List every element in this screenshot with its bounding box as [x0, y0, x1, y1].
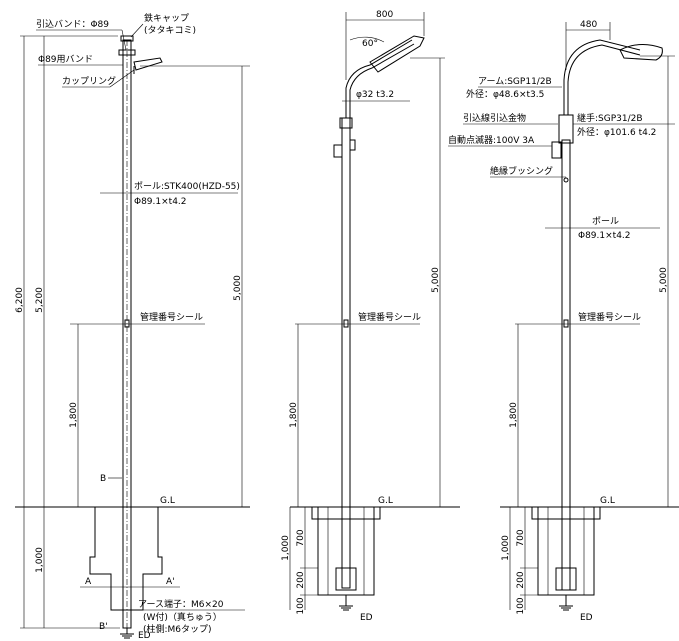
coupling-label: カップリング — [62, 75, 116, 87]
pole-3: G.L アーム:SGP11/2B 外径：φ48.6×t3.5 引込線引込金物 自… — [448, 20, 679, 623]
pole-dim-label: Φ89.1×t4.2 — [134, 197, 187, 207]
bushing-label: 絶縁ブッシング — [490, 165, 553, 177]
pole-2: G.L 管理番号シール ED 800 — [281, 10, 460, 623]
iron-cap-note: (タタキコミ) — [144, 25, 196, 36]
dim-embed: 1,000 — [281, 535, 291, 561]
dim-total: 6,200 — [15, 287, 25, 313]
iron-cap-label: 鉄キャップ — [144, 12, 189, 24]
dim-seal-height: 1,800 — [509, 402, 519, 428]
dim-5000: 5,000 — [233, 275, 243, 301]
angle-label: 60° — [362, 39, 378, 49]
foundation — [89, 507, 163, 611]
gl-label: G.L — [600, 496, 615, 506]
dim-height: 5,000 — [431, 267, 441, 293]
pole-shaft — [561, 139, 571, 591]
arm-spec-label: アーム:SGP11/2B — [478, 76, 552, 87]
pole-2-dimensions: 800 60° φ32 t3.2 5,000 1,800 1,000 700 2… — [281, 10, 445, 615]
pull-in-band-label: 引込バンド：Φ89 — [36, 19, 109, 30]
dim-embed: 1,000 — [501, 535, 511, 561]
mgmt-seal-label: 管理番号シール — [140, 311, 203, 323]
arm-spec-label: φ32 t3.2 — [356, 90, 394, 100]
arm — [345, 39, 413, 118]
gl-label: G.L — [378, 496, 393, 506]
earth-w-label: (W付)（真ちゅう） — [143, 611, 222, 623]
mark-b: B — [100, 474, 106, 484]
mark-b-prime: B' — [99, 622, 108, 632]
dim-100: 100 — [516, 597, 526, 614]
earth-tap-label: (柱側:M6タップ) — [143, 623, 212, 635]
pole-label: ポール — [592, 216, 619, 227]
ed-label: ED — [580, 613, 593, 623]
pole-shaft — [341, 117, 351, 589]
dim-200: 200 — [296, 571, 306, 588]
joint-spec-label: 継手:SGP31/2B — [577, 112, 643, 124]
reach-label: 800 — [376, 10, 393, 20]
dim-700: 700 — [296, 529, 306, 546]
pole-1: G.L ED A A' B B' 引込バンド：Φ89 鉄キャップ (タタキコミ) — [15, 12, 250, 641]
joint — [558, 114, 574, 144]
reach-label: 480 — [580, 20, 597, 30]
dim-embed: 1,000 — [35, 547, 45, 573]
dim-100: 100 — [296, 597, 306, 614]
foundation — [537, 506, 595, 596]
earth-terminal-label: アース端子：M6×20 — [138, 598, 224, 610]
dim-seal-height: 1,800 — [289, 402, 299, 428]
auto-switch-label: 自動点滅器:100V 3A — [448, 134, 535, 146]
ed-label: ED — [360, 613, 373, 623]
foundation — [317, 506, 375, 596]
dim-height: 5,000 — [659, 267, 669, 293]
dim-above-gl: 5,200 — [35, 287, 45, 313]
mgmt-seal-label: 管理番号シール — [358, 311, 421, 323]
ed-label: ED — [138, 631, 151, 641]
arm — [563, 39, 641, 115]
pole-dim-label: Φ89.1×t4.2 — [578, 231, 631, 241]
pole-1-dimensions: 6,200 5,200 5,000 1,800 1,000 — [15, 35, 250, 629]
mark-a-prime: A' — [166, 577, 175, 587]
luminaire — [369, 35, 425, 73]
pole-3-dimensions: 480 5,000 1,800 1,000 700 200 100 — [501, 20, 675, 615]
gl-label: G.L — [160, 496, 175, 506]
arm-dim-label: 外径：φ48.6×t3.5 — [466, 88, 544, 100]
dim-seal-height: 1,800 — [69, 402, 79, 428]
mgmt-seal-label: 管理番号シール — [578, 311, 641, 323]
iron-cap — [120, 35, 134, 42]
joint-dim-label: 外径：φ101.6 t4.2 — [577, 126, 656, 138]
dim-700: 700 — [516, 529, 526, 546]
pole-spec-label: ポール:STK400(HZD-55) — [134, 181, 240, 192]
mark-a: A — [85, 577, 92, 587]
luminaire — [619, 44, 663, 61]
pull-in-band — [118, 49, 136, 56]
pull-in-fitting-label: 引込線引込金物 — [463, 112, 526, 124]
dim-200: 200 — [516, 571, 526, 588]
coupling-fixture — [133, 57, 163, 71]
band-89-label: Φ89用バンド — [38, 54, 93, 65]
